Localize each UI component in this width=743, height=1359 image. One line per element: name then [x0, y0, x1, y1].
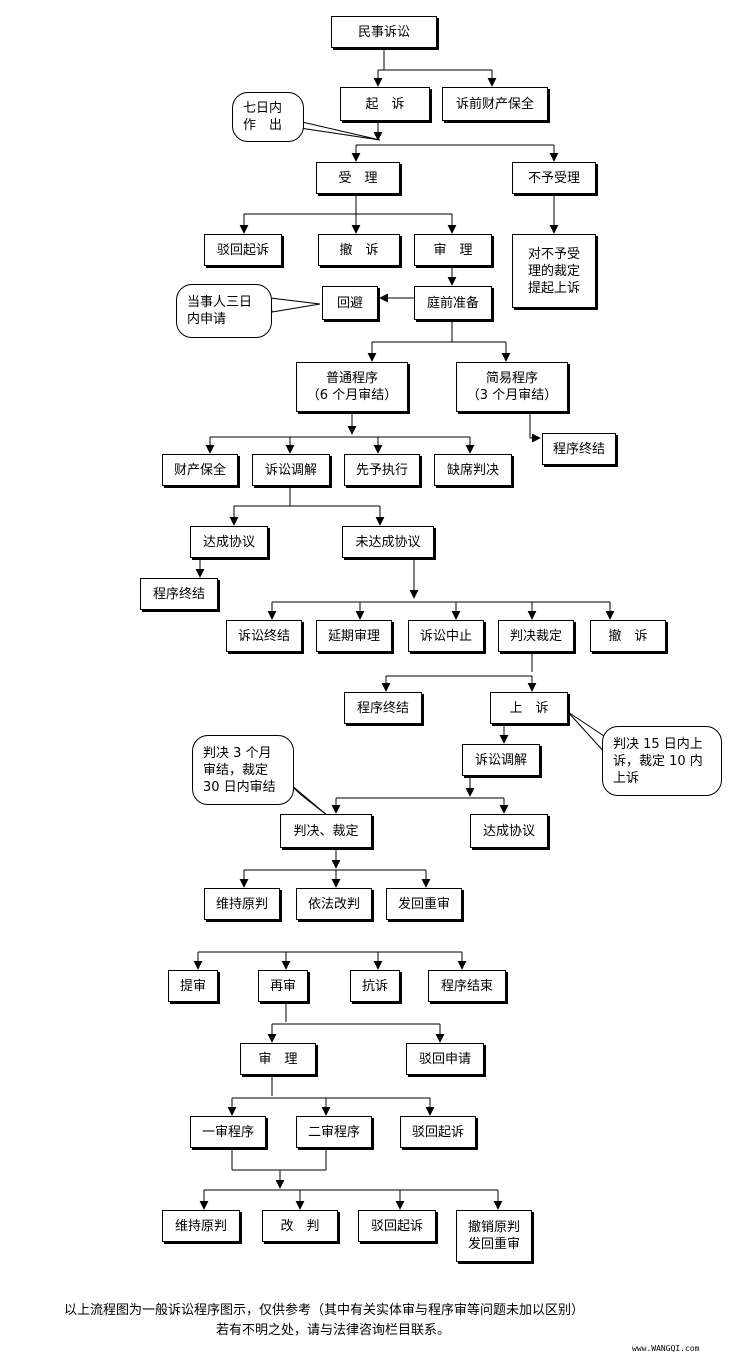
callout-tail: [289, 783, 329, 817]
node-procedure-end-1: 程序终结: [542, 433, 616, 465]
line-2: 作 出: [243, 118, 283, 133]
node-ordinary-procedure: 普通程序 （6 个月审结）: [296, 362, 408, 412]
node-reject-application: 驳回申请: [406, 1043, 484, 1075]
node-trial-1: 审 理: [414, 234, 492, 266]
node-appeal: 上 诉: [490, 692, 568, 724]
node-procedure-finish: 程序结束: [428, 970, 506, 1002]
callout-seven-days: 七日内 作 出: [232, 92, 304, 142]
node-sue: 起 诉: [340, 87, 430, 121]
line-2: 发回重审: [467, 1237, 520, 1252]
callout-trial-deadline: 判决 3 个月 审结，裁定 30 日内审结: [192, 735, 294, 805]
node-recusal: 回避: [322, 286, 378, 320]
line-2: 理的裁定: [527, 263, 580, 279]
line-1: 七日内: [243, 101, 283, 116]
node-remand-1: 发回重审: [386, 888, 462, 920]
node-procedure-end-2: 程序终结: [140, 578, 218, 610]
line-2: （3 个月审结）: [466, 388, 558, 403]
node-uphold-1: 维持原判: [204, 888, 280, 920]
node-not-accept: 不予受理: [512, 162, 596, 194]
node-withdraw-1: 撤 诉: [318, 234, 400, 266]
node-simplified-procedure: 简易程序 （3 个月审结）: [456, 362, 568, 412]
node-second-instance: 二审程序: [296, 1116, 372, 1148]
node-trial-2: 审 理: [240, 1043, 316, 1075]
line-2: 内申请: [187, 312, 227, 327]
callout-tail: [567, 711, 607, 756]
node-default-judgment: 缺席判决: [434, 454, 512, 486]
line-1: 对不予受: [527, 246, 580, 262]
footer-note-2: 若有不明之处，请与法律咨询栏目联系。: [216, 1323, 451, 1338]
node-pretrial-prep: 庭前准备: [414, 286, 492, 320]
node-pre-suit-preservation: 诉前财产保全: [442, 87, 548, 121]
line-1: 判决 3 个月: [203, 745, 272, 761]
node-retrial: 再审: [258, 970, 308, 1002]
footer-note-1: 以上流程图为一般诉讼程序图示，仅供参考（其中有关实体审与程序审等问题未加以区别）: [64, 1303, 585, 1318]
node-agreement-1: 达成协议: [190, 526, 268, 558]
node-dismiss-suit-2: 驳回起诉: [400, 1116, 476, 1148]
node-judgment-ruling-2: 判决、裁定: [280, 814, 372, 848]
node-appeal-not-accept: 对不予受 理的裁定 提起上诉: [512, 234, 596, 308]
node-revoke-remand: 撤销原判 发回重审: [456, 1210, 532, 1262]
line-3: 上诉: [613, 770, 640, 786]
line-2: 诉，裁定 10 内: [613, 753, 703, 769]
line-1: 普通程序: [325, 371, 378, 386]
node-uphold-2: 维持原判: [162, 1210, 240, 1242]
line-1: 当事人三日: [187, 295, 253, 310]
node-litigation-suspension: 诉讼中止: [408, 620, 484, 652]
node-change-judgment: 改 判: [262, 1210, 338, 1242]
node-postponed-trial: 延期审理: [316, 620, 392, 652]
node-bring-up-trial: 提审: [168, 970, 218, 1002]
node-agreement-2: 达成协议: [470, 814, 548, 848]
node-dismiss-suit-3: 驳回起诉: [358, 1210, 436, 1242]
node-accept: 受 理: [316, 162, 400, 194]
node-procedure-end-3: 程序终结: [344, 692, 422, 724]
node-advance-execution: 先予执行: [344, 454, 420, 486]
line-3: 30 日内审结: [203, 779, 276, 795]
node-mediation-1: 诉讼调解: [252, 454, 330, 486]
node-litigation-termination: 诉讼终结: [226, 620, 302, 652]
node-no-agreement: 未达成协议: [342, 526, 434, 558]
node-dismiss-suit-1: 驳回起诉: [204, 234, 282, 266]
node-civil-litigation: 民事诉讼: [331, 16, 437, 48]
callout-party-three-days: 当事人三日 内申请: [176, 284, 272, 338]
node-judgment-ruling: 判决裁定: [498, 620, 574, 652]
line-2: 审结，裁定: [203, 762, 269, 778]
watermark: www.WANGQI.com: [632, 1344, 700, 1353]
line-1: 简易程序: [485, 371, 538, 386]
node-mediation-2: 诉讼调解: [462, 744, 540, 776]
node-revise-judgment: 依法改判: [296, 888, 372, 920]
callout-tail: [269, 297, 321, 313]
callout-appeal-deadline: 判决 15 日内上 诉，裁定 10 内 上诉: [602, 726, 722, 796]
line-1: 判决 15 日内上: [613, 736, 703, 752]
node-withdraw-2: 撤 诉: [590, 620, 666, 652]
node-first-instance: 一审程序: [190, 1116, 266, 1148]
node-protest: 抗诉: [350, 970, 400, 1002]
line-2: （6 个月审结）: [306, 388, 398, 403]
line-1: 撤销原判: [467, 1220, 520, 1235]
node-property-preservation: 财产保全: [162, 454, 238, 486]
line-3: 提起上诉: [527, 280, 580, 296]
